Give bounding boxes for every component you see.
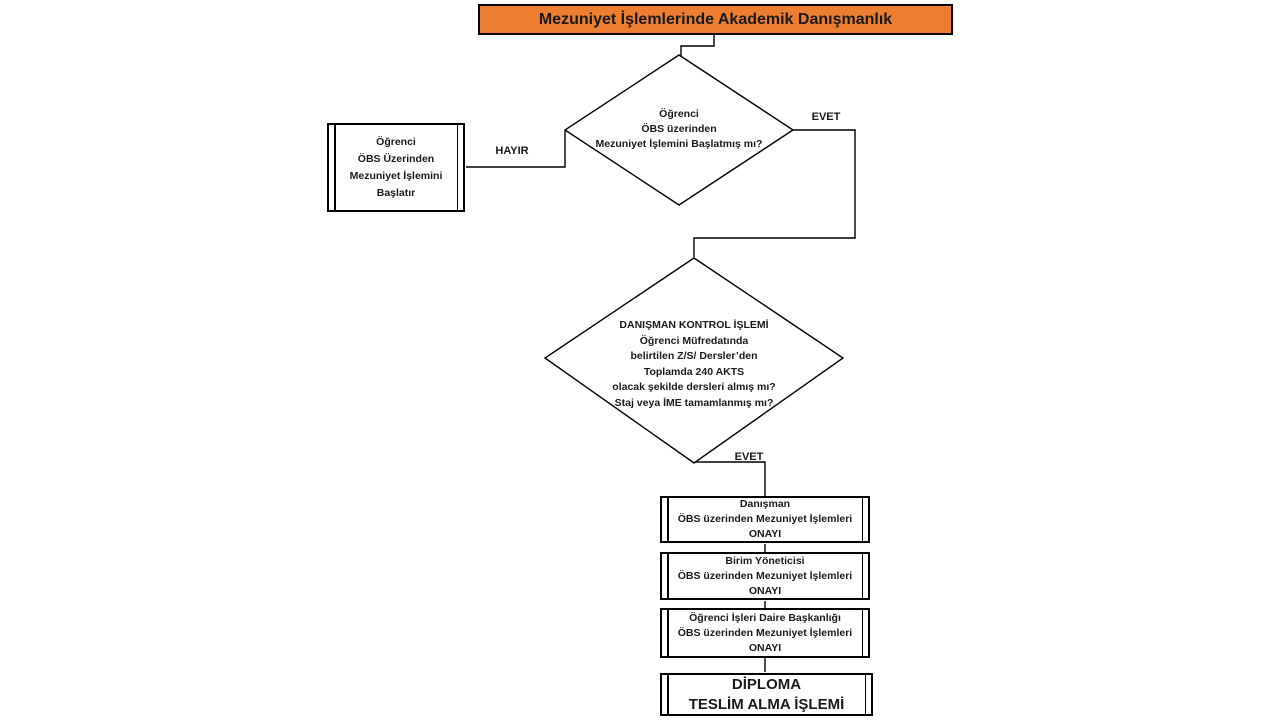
text-line: Öğrenci (659, 108, 699, 120)
text-line: Başlatır (376, 186, 416, 199)
node-approval-advisor: Danışman ÖBS üzerinden Mezuniyet İşlemle… (660, 496, 870, 543)
connector-title-to-decision1 (680, 35, 715, 56)
text-line: Öğrenci Müfredatında (639, 334, 749, 347)
text-line: ONAYI (748, 584, 782, 597)
text-line: Öğrenci (376, 135, 416, 148)
text-line: DANIŞMAN KONTROL İŞLEMİ (619, 319, 769, 331)
text-line: DİPLOMA (731, 675, 802, 693)
connector-no-branch (466, 131, 566, 168)
text-line: ÖBS Üzerinden (357, 152, 435, 165)
node-decision-1-text: Öğrenci ÖBS üzerinden Mezuniyet İşlemini… (564, 107, 794, 152)
node-approval-unit-manager: Birim Yöneticisi ÖBS üzerinden Mezuniyet… (660, 552, 870, 600)
decision-diamond-1 (563, 54, 795, 206)
text-line: TESLİM ALMA İŞLEMİ (688, 695, 845, 713)
node-start-process: Öğrenci ÖBS Üzerinden Mezuniyet İşlemini… (327, 123, 465, 212)
text-line: ÖBS üzerinden Mezuniyet İşlemleri (677, 626, 853, 639)
flowchart-title: Mezuniyet İşlemlerinde Akademik Danışman… (478, 4, 953, 35)
node-approval-student-affairs: Öğrenci İşleri Daire Başkanlığı ÖBS üzer… (660, 608, 870, 658)
text-line: Mezuniyet İşlemini (349, 169, 443, 182)
text-line: Staj veya İME tamamlanmış mı? (614, 396, 774, 409)
edge-label-yes-1: EVET (811, 111, 841, 123)
node-decision-2-text: DANIŞMAN KONTROL İŞLEMİ Öğrenci Müfredat… (569, 318, 819, 411)
text-line: Danışman (739, 498, 791, 510)
edge-label-yes-2: EVET (734, 451, 764, 463)
node-diploma: DİPLOMA TESLİM ALMA İŞLEMİ (660, 673, 873, 716)
edge-label-no: HAYIR (495, 145, 529, 157)
text-line: ÖBS üzerinden (641, 123, 717, 135)
text-line: ONAYI (748, 528, 782, 540)
connector-yes-branch-1 (693, 129, 856, 257)
text-line: ÖBS üzerinden Mezuniyet İşlemleri (677, 569, 853, 582)
text-line: Birim Yöneticisi (725, 554, 805, 567)
text-line: Mezuniyet İşlemini Başlatmış mı? (595, 138, 763, 150)
text-line: Toplamda 240 AKTS (643, 365, 745, 378)
text-line: ÖBS üzerinden Mezuniyet İşlemleri (677, 513, 853, 525)
text-line: olacak şekilde dersleri almış mı? (612, 381, 776, 393)
text-line: ONAYI (748, 641, 782, 654)
text-line: belirtilen Z/S/ Dersler’den (630, 350, 758, 362)
connector-yes-branch-2 (694, 461, 766, 497)
decision-diamond-2 (543, 257, 845, 464)
text-line: Öğrenci İşleri Daire Başkanlığı (689, 611, 841, 624)
